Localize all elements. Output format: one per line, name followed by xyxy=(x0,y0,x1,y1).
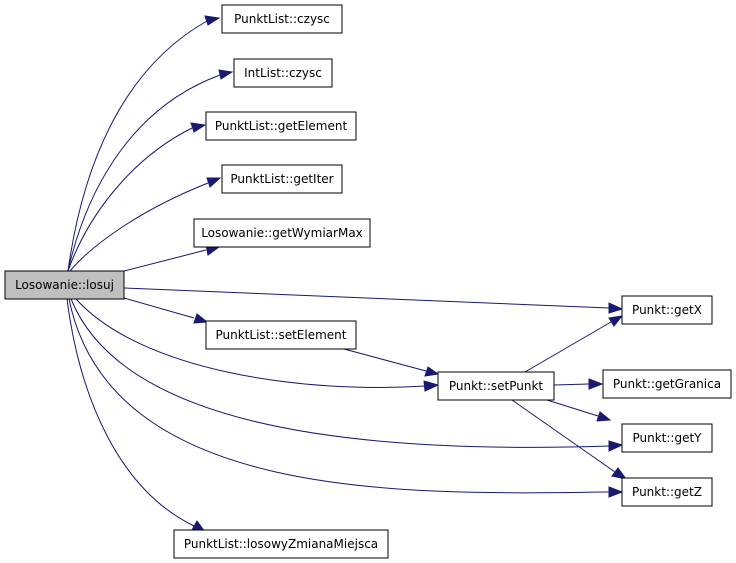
node-label-getgranica: Punkt::getGranica xyxy=(613,377,721,391)
arrowhead-getgranica xyxy=(588,378,604,390)
node-punktlist-setelement[interactable]: PunktList::setElement xyxy=(205,320,357,350)
edge-losuj-to-losowyzmianamiejsca xyxy=(66,298,195,527)
arrowhead-getiter xyxy=(206,177,222,188)
node-layer: Losowanie::losuj PunktList::czysc IntLis… xyxy=(4,4,732,559)
arrowhead-getx-from-setpunkt xyxy=(608,315,624,327)
node-punktlist-getiter[interactable]: PunktList::getIter xyxy=(221,164,343,194)
node-label-getiter: PunktList::getIter xyxy=(230,172,333,186)
edge-losuj-to-getelement xyxy=(67,127,193,272)
arrowhead-punktlist-czysc xyxy=(204,15,221,26)
node-punkt-getz[interactable]: Punkt::getZ xyxy=(621,477,713,507)
node-punktlist-losowyzmianamiejsca[interactable]: PunktList::losowyZmianaMiejsca xyxy=(173,529,389,559)
node-punkt-getgranica[interactable]: Punkt::getGranica xyxy=(602,369,732,399)
node-punkt-getx[interactable]: Punkt::getX xyxy=(621,295,713,325)
edge-layer xyxy=(66,15,628,533)
node-punkt-gety[interactable]: Punkt::getY xyxy=(621,423,713,453)
node-intlist-czysc[interactable]: IntList::czysc xyxy=(233,58,333,88)
node-losowanie-getwymiarmax[interactable]: Losowanie::getWymiarMax xyxy=(193,218,371,248)
arrowhead-gety-from-losuj xyxy=(608,440,624,452)
node-label-losowyzmianamiejsca: PunktList::losowyZmianaMiejsca xyxy=(184,537,378,551)
node-label-setpunkt: Punkt::setPunkt xyxy=(449,379,544,393)
node-label-getx: Punkt::getX xyxy=(632,303,702,317)
arrowhead-getx xyxy=(608,302,624,314)
edge-setpunkt-to-getz xyxy=(511,399,616,473)
edge-losuj-to-getz xyxy=(68,298,610,494)
edge-losuj-to-setpunkt xyxy=(75,298,426,388)
node-label-getz: Punkt::getZ xyxy=(632,485,702,499)
edge-losuj-to-getwymiarmax xyxy=(123,249,207,272)
node-label-getwymiarmax: Losowanie::getWymiarMax xyxy=(201,226,363,240)
node-label-setelement: PunktList::setElement xyxy=(216,328,347,342)
node-label-getelement: PunktList::getElement xyxy=(215,119,348,133)
node-label-losuj: Losowanie::losuj xyxy=(15,278,114,292)
arrowhead-getelement xyxy=(190,122,207,133)
arrowhead-gety-from-setpunkt xyxy=(596,411,612,422)
edge-losuj-to-intlist-czysc xyxy=(67,74,221,272)
edge-losuj-to-getiter xyxy=(69,182,209,272)
edge-losuj-to-setelement xyxy=(123,297,195,319)
node-label-punktlist-czysc: PunktList::czysc xyxy=(234,12,330,26)
node-punktlist-getelement[interactable]: PunktList::getElement xyxy=(205,111,357,141)
edge-setelement-to-setpunkt xyxy=(343,348,427,372)
node-label-intlist-czysc: IntList::czysc xyxy=(244,66,322,80)
node-punkt-setpunkt[interactable]: Punkt::setPunkt xyxy=(437,371,555,401)
node-losowanie-losuj[interactable]: Losowanie::losuj xyxy=(4,270,125,300)
arrowhead-setpunkt-from-losuj xyxy=(423,380,440,392)
arrowhead-intlist-czysc xyxy=(218,69,234,80)
node-punktlist-czysc[interactable]: PunktList::czysc xyxy=(221,4,343,34)
node-label-gety: Punkt::getY xyxy=(632,431,702,445)
arrowhead-setelement xyxy=(193,313,209,324)
edge-setpunkt-to-gety xyxy=(546,399,599,417)
edge-setpunkt-to-getx xyxy=(524,321,612,373)
edge-losuj-to-gety xyxy=(70,298,610,448)
arrowhead-getz-from-losuj xyxy=(608,486,624,498)
arrowhead-setpunkt-from-setelement xyxy=(424,366,440,377)
edge-setpunkt-to-getgranica xyxy=(553,383,590,386)
arrowhead-getz-from-setpunkt xyxy=(611,467,628,480)
edge-losuj-to-getx xyxy=(123,287,610,309)
edge-losuj-to-punktlist-czysc xyxy=(67,20,208,272)
